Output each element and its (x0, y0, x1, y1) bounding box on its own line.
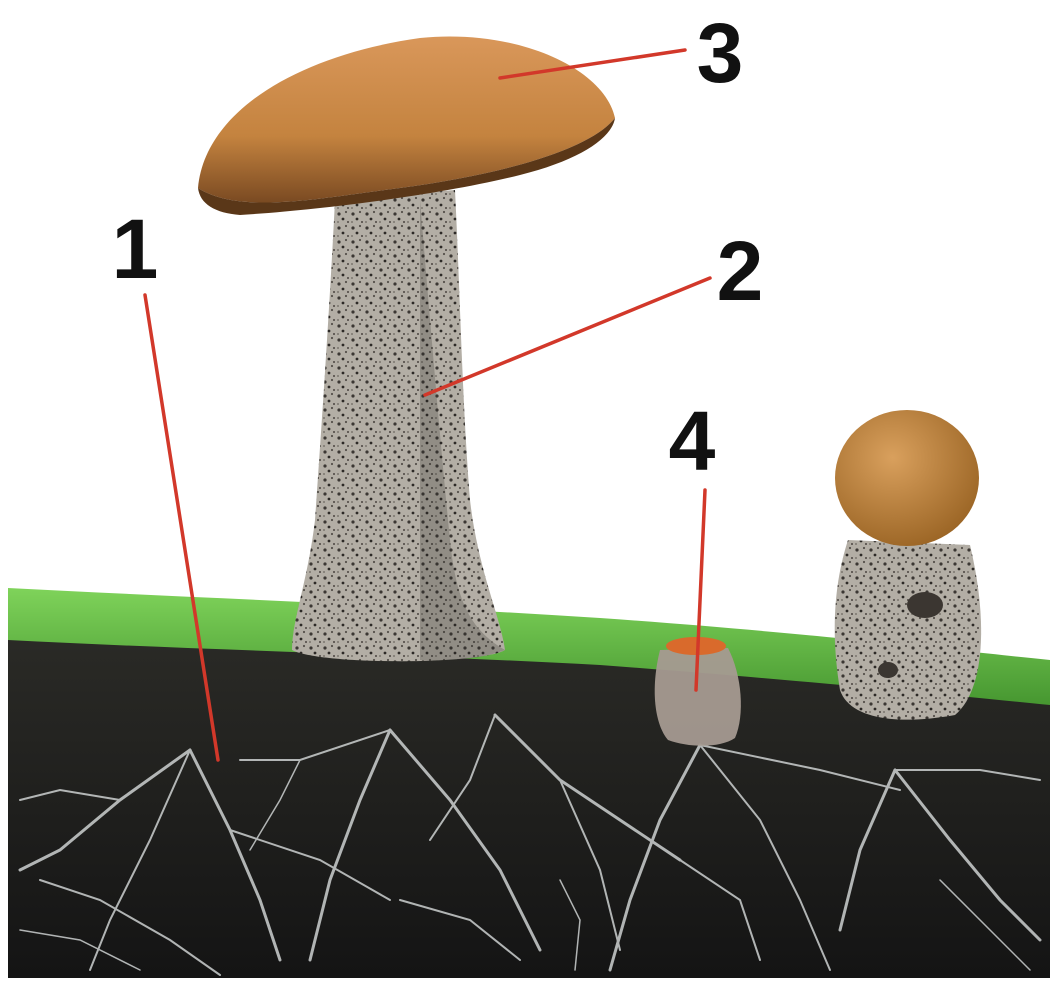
small-mushroom-stem-spot (907, 592, 943, 618)
label-4: 4 (669, 394, 716, 488)
label-1: 1 (112, 202, 159, 296)
small-mushroom-stem-spot (878, 662, 898, 678)
small-mushroom-cap (835, 410, 979, 546)
small-mushroom-stem (835, 540, 981, 720)
label-2: 2 (717, 224, 764, 318)
label-3: 3 (697, 6, 744, 100)
